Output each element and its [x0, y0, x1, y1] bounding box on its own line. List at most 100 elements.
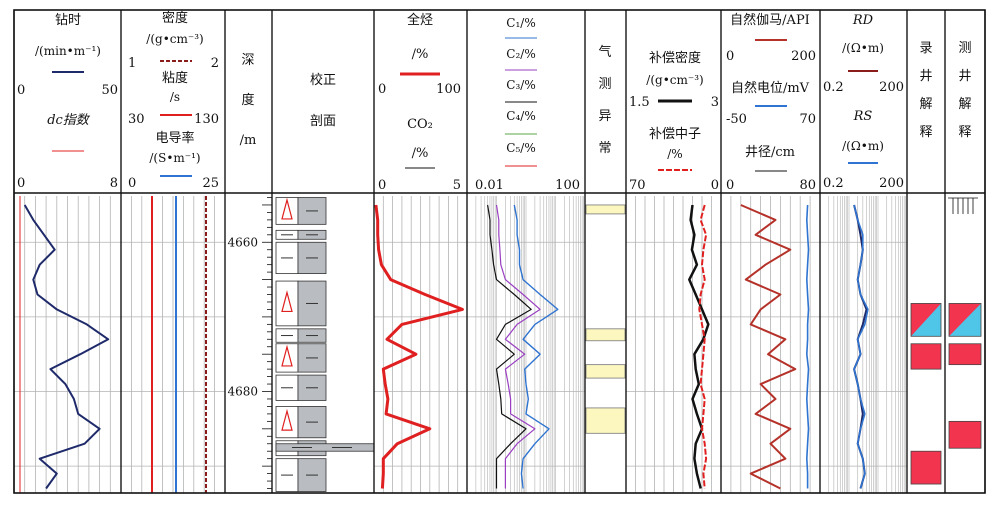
profile-l1: 校正: [310, 72, 336, 88]
c1-line: [513, 204, 559, 489]
mudlog-c1: 录: [919, 41, 932, 56]
cal-title: 井径/cm: [745, 145, 795, 160]
sp-title: 自然电位/mV: [731, 80, 810, 96]
neu-min: 70: [629, 178, 646, 193]
c3-label: C₃/%: [506, 78, 535, 92]
wirelog-c1: 测: [958, 41, 971, 56]
mud-log-interval: [910, 450, 942, 485]
drill-unit: /(min•m⁻¹): [35, 44, 101, 58]
mud-log-interval: [911, 303, 941, 337]
wire-log-interval: [948, 303, 982, 337]
rd-label: RD: [852, 13, 874, 28]
c2-line: [495, 204, 541, 489]
gas-min: 0: [378, 82, 386, 97]
density-unit: /(g•cm⁻³): [146, 32, 203, 46]
den-min: 1.5: [629, 95, 650, 110]
total-gas-line: [374, 204, 464, 489]
anomaly-c1: 气: [598, 44, 611, 60]
cal-max: 80: [799, 178, 816, 193]
c1-label: C₁/%: [506, 16, 535, 30]
c2-label: C₂/%: [506, 47, 535, 61]
wire-log-interval: [949, 303, 981, 337]
rs-line: [853, 204, 869, 489]
rd-line: [853, 204, 868, 489]
c5-label: C₅/%: [506, 141, 535, 155]
neu-title: 补偿中子: [649, 127, 701, 142]
rs-label: RS: [853, 109, 873, 124]
den-title: 补偿密度: [649, 50, 701, 66]
drill-max: 50: [101, 83, 118, 98]
comp-min: 0.01: [475, 178, 504, 193]
den-max: 3: [711, 95, 719, 110]
depth-label: 4680: [227, 385, 258, 399]
mud-log-interval: [910, 343, 942, 370]
gamma-line: [740, 204, 797, 490]
density-min: 1: [128, 56, 136, 71]
neutron-line: [698, 204, 708, 489]
co2-unit: /%: [412, 146, 429, 161]
c3-line: [487, 204, 532, 489]
sand-symbol: [281, 408, 293, 431]
depth-c1: 深: [241, 53, 254, 68]
c4-label: C₄/%: [506, 109, 535, 123]
drill-title: 钻时: [55, 13, 81, 28]
rd-unit: /(Ω•m): [842, 41, 884, 55]
gas-anomaly-band: [585, 407, 626, 434]
cal-min: 0: [726, 178, 734, 193]
co2-min: 0: [378, 178, 386, 193]
gas-unit: /%: [412, 47, 429, 62]
sand-symbol: [281, 290, 293, 313]
drill-rate-line: [23, 204, 110, 490]
co2-label: CO₂: [407, 117, 433, 132]
profile-l2: 剖面: [310, 114, 336, 129]
rs-max: 200: [879, 176, 904, 191]
gas-max: 100: [436, 82, 461, 97]
sand-symbol: [281, 197, 293, 220]
sp-min: -50: [726, 112, 747, 127]
cond-min: 0: [128, 176, 136, 191]
rs-min: 0.2: [823, 176, 844, 191]
rs-unit: /(Ω•m): [842, 139, 884, 153]
bulk-density-line: [688, 204, 710, 489]
mudlog-c2: 井: [919, 69, 932, 84]
gr-min: 0: [726, 49, 734, 64]
depth-c3: /m: [240, 133, 257, 148]
depth-c2: 度: [241, 92, 254, 108]
wirelog-c2: 井: [958, 69, 971, 84]
wirelog-c4: 释: [958, 125, 971, 140]
neu-unit: /%: [667, 147, 682, 161]
dc-label: dc指数: [47, 113, 91, 128]
co2-max: 5: [453, 178, 461, 193]
anomaly-c2: 测: [598, 77, 611, 92]
gas-anomaly-band: [585, 328, 626, 342]
cond-unit: /(S•m⁻¹): [149, 151, 200, 165]
rd-max: 200: [879, 80, 904, 95]
gr-title: 自然伽马/API: [730, 12, 810, 28]
cond-title: 电导率: [155, 130, 194, 146]
density-title: 密度: [162, 10, 188, 26]
sp-max: 70: [799, 112, 816, 127]
drill-min: 0: [17, 83, 25, 98]
gr-max: 200: [791, 49, 816, 64]
gas-title: 全烃: [407, 12, 433, 28]
neu-max: 0: [711, 178, 719, 193]
sand-symbol: [281, 344, 293, 367]
gas-anomaly-band: [585, 364, 626, 379]
rd-min: 0.2: [823, 80, 844, 95]
wire-log-interval: [948, 343, 982, 366]
visc-min: 30: [128, 112, 145, 127]
comp-max: 100: [555, 178, 580, 193]
mudlog-c3: 解: [919, 97, 932, 112]
dc-max: 8: [110, 176, 118, 191]
mudlog-c4: 释: [919, 125, 932, 140]
dc-min: 0: [17, 176, 25, 191]
visc-title: 粘度: [162, 70, 188, 86]
visc-max: 130: [194, 112, 219, 127]
wirelog-c3: 解: [958, 97, 971, 112]
wire-log-interval: [948, 420, 982, 449]
den-unit: /(g•cm⁻³): [646, 73, 703, 87]
density-max: 2: [211, 56, 219, 71]
visc-unit: /s: [170, 90, 180, 104]
depth-label: 4660: [227, 235, 258, 249]
